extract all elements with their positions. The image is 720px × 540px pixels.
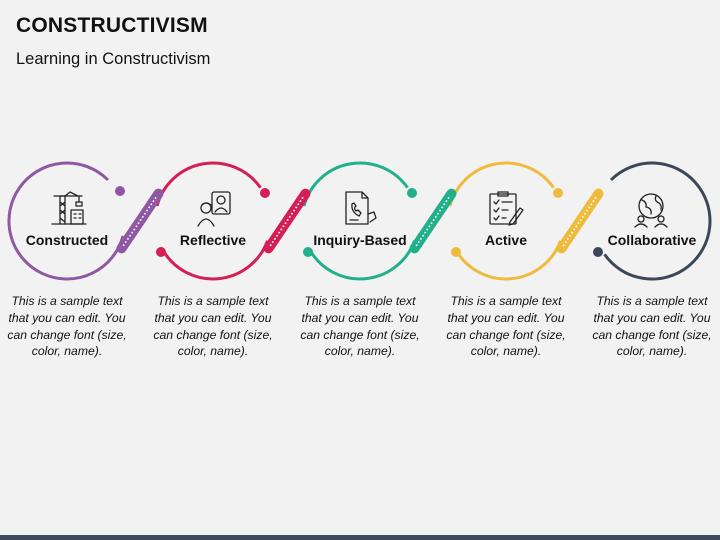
- stage-label-constructed: Constructed: [25, 232, 109, 248]
- arc-end-dot-3: [407, 188, 417, 198]
- stage-description-collaborative: This is a sample text that you can edit.…: [592, 294, 712, 359]
- connector-active: [556, 188, 604, 254]
- page-subtitle: Learning in Constructivism: [16, 50, 211, 68]
- connector-constructed: [116, 188, 164, 254]
- ring-arc-active-1: [454, 240, 562, 281]
- stage-description-constructed: This is a sample text that you can edit.…: [7, 294, 127, 359]
- arc-end-dot-2: [156, 247, 166, 257]
- stage-description-inquiry-based: This is a sample text that you can edit.…: [300, 294, 420, 359]
- arc-end-dot-7: [593, 247, 603, 257]
- arc-end-dot-4: [303, 247, 313, 257]
- arc-end-dot-6: [451, 247, 461, 257]
- stage-description-active: This is a sample text that you can edit.…: [446, 294, 566, 359]
- people-mirror-icon: [197, 191, 231, 227]
- ring-arc-collaborative-0: [603, 161, 712, 281]
- stage-label-collaborative: Collaborative: [607, 232, 697, 248]
- ring-arc-inquiry-based-1: [308, 240, 416, 281]
- arc-end-dot-1: [260, 188, 270, 198]
- connector-inquiry-based: [409, 188, 457, 254]
- footer-bar: [0, 535, 720, 540]
- ring-arc-active-0: [448, 161, 555, 207]
- checklist-pen-icon: [489, 191, 524, 226]
- page-title: CONSTRUCTIVISM: [16, 14, 208, 37]
- ring-arc-inquiry-based-0: [302, 161, 409, 207]
- stage-description-reflective: This is a sample text that you can edit.…: [153, 294, 273, 359]
- globe-people-icon: [634, 193, 668, 228]
- document-phone-icon: [345, 191, 377, 225]
- ring-arc-reflective-1: [161, 240, 269, 281]
- arc-end-dot-5: [553, 188, 563, 198]
- connector-reflective: [263, 188, 311, 254]
- ring-arc-constructed-0: [7, 161, 125, 281]
- stage-label-active: Active: [484, 232, 528, 248]
- arc-end-dot-0: [115, 186, 125, 196]
- ring-arc-reflective-0: [155, 161, 262, 207]
- stage-label-reflective: Reflective: [179, 232, 247, 248]
- stage-label-inquiry-based: Inquiry-Based: [313, 232, 407, 248]
- crane-building-icon: [51, 191, 87, 225]
